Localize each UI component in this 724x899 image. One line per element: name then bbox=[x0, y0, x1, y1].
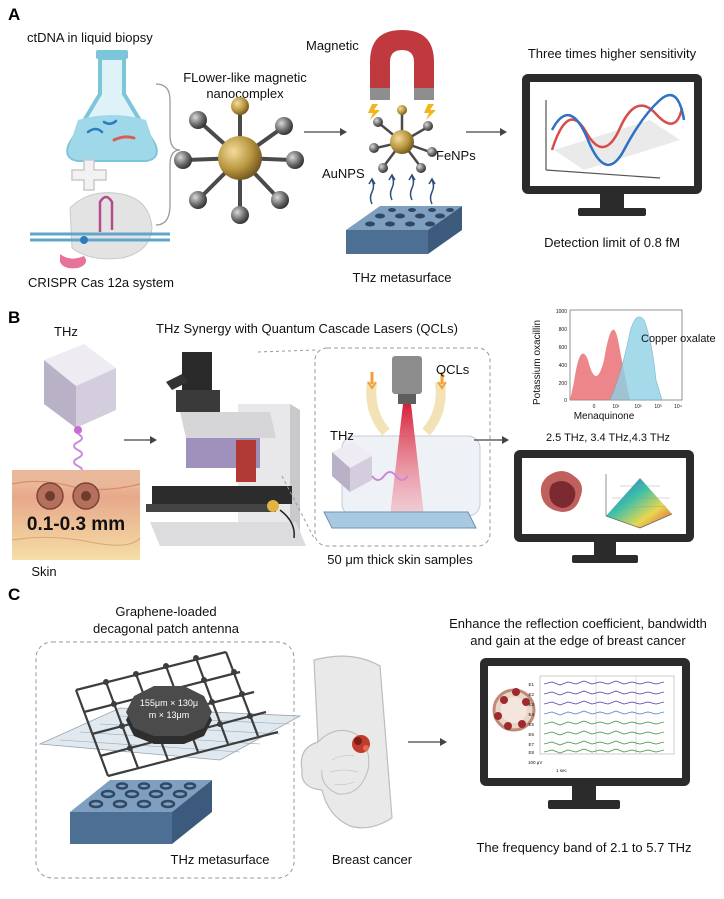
magnetic-label: Magnetic bbox=[306, 38, 359, 53]
microscope-icon bbox=[146, 352, 306, 546]
x-tick-4: 10⁴ bbox=[674, 404, 682, 410]
antenna-inset-frame bbox=[35, 641, 295, 879]
nanocomplex-label-1: FLower-like magnetic bbox=[183, 70, 307, 85]
panel-a-letter: A bbox=[8, 5, 20, 24]
crispr-complex-icon bbox=[30, 192, 170, 269]
eeg-channel-labels: E1 E2 E3 E4 E5 E6 E7 E8 100 μV 1 sec bbox=[528, 682, 568, 773]
metasurface-icon bbox=[346, 206, 462, 254]
y-tick-600: 600 bbox=[559, 345, 568, 351]
crispr-label: CRISPR Cas 12a system bbox=[28, 275, 174, 290]
samples-label: 50 μm thick skin samples bbox=[327, 552, 473, 567]
x-tick-0: 0 bbox=[593, 404, 596, 410]
eeg-channel-e8: E8 bbox=[528, 750, 534, 755]
panel-c-letter: C bbox=[8, 585, 20, 604]
bracket-connector bbox=[155, 83, 181, 226]
qcl-inset-frame bbox=[314, 347, 491, 547]
nanocomplex-icon bbox=[174, 97, 304, 224]
enhance-label-1: Enhance the reflection coefficient, band… bbox=[449, 616, 707, 631]
panel-b: B THz 0.1-0.3 mm Skin THz Synergy with Q… bbox=[8, 308, 716, 579]
synergy-title: THz Synergy with Quantum Cascade Lasers … bbox=[156, 321, 458, 336]
y-tick-800: 800 bbox=[559, 327, 568, 333]
x-tick-2: 10² bbox=[634, 404, 642, 410]
arrow-b2-head bbox=[502, 436, 509, 444]
x-tick-3: 10³ bbox=[654, 404, 662, 410]
thz-b-label: THz bbox=[54, 324, 78, 339]
eeg-channel-e7: E7 bbox=[528, 742, 534, 747]
thz-source-cube-icon bbox=[44, 344, 116, 434]
frequencies-label: 2.5 THz, 3.4 THz,4.3 THz bbox=[546, 432, 670, 444]
emission-arrows bbox=[368, 173, 436, 205]
red-distribution bbox=[570, 329, 630, 400]
eeg-channel-e3: E3 bbox=[528, 702, 534, 707]
monitor-a-icon bbox=[522, 74, 702, 216]
eeg-channel-e2: E2 bbox=[528, 692, 534, 697]
y-tick-0: 0 bbox=[564, 398, 567, 404]
eeg-scale-voltage: 100 μV bbox=[528, 760, 542, 765]
eeg-channel-e4: E4 bbox=[528, 712, 534, 717]
metasurface-c-label: THz metasurface bbox=[171, 852, 270, 867]
antenna-label-2: decagonal patch antenna bbox=[93, 621, 240, 636]
eeg-channel-e6: E6 bbox=[528, 732, 534, 737]
x-tick-1: 10¹ bbox=[612, 404, 620, 410]
panel-a: A ctDNA in liquid biopsy CRISPR Cas 12a … bbox=[8, 5, 702, 290]
arrow-b1-head bbox=[150, 436, 157, 444]
qcl-setup-icon bbox=[323, 356, 481, 529]
qcls-label: QCLs bbox=[436, 362, 470, 377]
y-tick-200: 200 bbox=[559, 381, 568, 387]
breast-illustration-icon bbox=[300, 655, 393, 829]
y-tick-1000: 1000 bbox=[556, 309, 567, 315]
histogram-plot: Potassium oxacillin 1000 800 600 400 200… bbox=[532, 309, 683, 422]
decagonal-patch-icon bbox=[126, 686, 212, 744]
fenps-label: FeNPs bbox=[436, 148, 476, 163]
sensitivity-label: Three times higher sensitivity bbox=[528, 46, 697, 61]
detection-label: Detection limit of 0.8 fM bbox=[544, 235, 680, 250]
eeg-channel-e5: E5 bbox=[528, 722, 534, 727]
patch-size-label-1: 155μm × 130μ bbox=[140, 698, 198, 708]
patch-size-label-2: m × 13μm bbox=[149, 710, 189, 720]
thickness-label: 0.1-0.3 mm bbox=[27, 514, 125, 535]
flask-icon bbox=[66, 50, 158, 162]
metasurface-a-label: THz metasurface bbox=[353, 270, 452, 285]
eeg-channel-e1: E1 bbox=[528, 682, 534, 687]
arrow-c1-head bbox=[440, 738, 447, 746]
frequency-band-label: The frequency band of 2.1 to 5.7 THz bbox=[476, 840, 691, 855]
thz-inset-label: THz bbox=[330, 428, 354, 443]
plot-x-axis-label: Menaquinone bbox=[574, 411, 635, 422]
magnet-icon bbox=[370, 30, 434, 100]
monitor-c-icon bbox=[480, 658, 690, 809]
nanocomplex-label-2: nanocomplex bbox=[206, 86, 284, 101]
ctdna-label: ctDNA in liquid biopsy bbox=[27, 30, 153, 45]
panel-b-letter: B bbox=[8, 308, 20, 327]
arrow-a1-head bbox=[340, 128, 347, 136]
inset-connector-bottom bbox=[281, 475, 316, 541]
panel-c: C Graphene-loaded decagonal patch antenn… bbox=[8, 585, 707, 879]
skin-block-icon bbox=[11, 470, 141, 560]
skin-label: Skin bbox=[31, 564, 56, 579]
spark-icons bbox=[368, 104, 436, 120]
enhance-label-2: and gain at the edge of breast cancer bbox=[470, 633, 686, 648]
inset-connector-top bbox=[257, 349, 316, 353]
y-tick-400: 400 bbox=[559, 363, 568, 369]
metasurface-c-icon bbox=[70, 780, 212, 844]
copper-oxalate-label: Copper oxalate bbox=[641, 333, 716, 345]
breast-cancer-label: Breast cancer bbox=[332, 852, 413, 867]
arrow-a2-head bbox=[500, 128, 507, 136]
aunps-label: AuNPS bbox=[322, 166, 365, 181]
antenna-label-1: Graphene-loaded bbox=[115, 604, 216, 619]
plus-icon bbox=[71, 159, 107, 191]
blue-distribution bbox=[609, 316, 663, 401]
eeg-scale-time: 1 sec bbox=[556, 768, 568, 773]
plot-y-axis-label: Potassium oxacillin bbox=[532, 320, 543, 405]
monitor-b-icon bbox=[514, 450, 694, 563]
small-nanocomplex-icon bbox=[369, 105, 437, 173]
